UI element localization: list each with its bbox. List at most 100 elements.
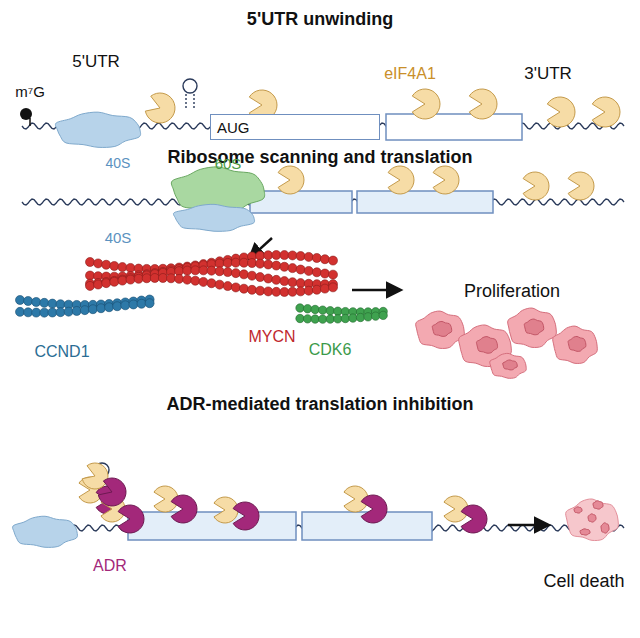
protein-chain — [142, 274, 151, 283]
protein-chain — [239, 258, 248, 267]
cap-stem — [29, 118, 31, 126]
protein-chain — [102, 260, 111, 269]
helicase-icon — [412, 89, 440, 119]
protein-chain — [371, 312, 379, 320]
protein-chain — [318, 315, 326, 323]
protein-chain — [56, 308, 65, 317]
helicase-icon — [82, 463, 108, 489]
helicase-icon — [592, 97, 620, 127]
protein-chain — [326, 315, 334, 323]
protein-chain — [102, 279, 111, 288]
protein-chain — [223, 258, 232, 267]
cancer-cell — [490, 353, 527, 378]
section-heading: ADR-mediated translation inhibition — [166, 395, 473, 415]
protein-chain — [134, 274, 143, 283]
helicase-icon — [98, 478, 126, 506]
protein-chain — [223, 268, 232, 277]
protein-chain — [320, 269, 329, 278]
protein-chain — [94, 259, 103, 268]
protein-chain — [296, 265, 305, 274]
protein-chain — [145, 299, 154, 308]
cell-fragment — [574, 507, 582, 513]
protein-chain — [364, 313, 372, 321]
protein-chain — [118, 263, 127, 272]
protein-chain — [105, 303, 114, 312]
protein-chain — [231, 258, 240, 267]
ribosome-label: 60S — [215, 156, 242, 173]
helicase-icon — [469, 89, 497, 119]
protein-chain — [264, 287, 273, 296]
cell-nucleus — [503, 360, 518, 370]
protein-chain — [129, 300, 138, 309]
protein-chain — [329, 283, 338, 292]
protein-chain — [150, 273, 159, 282]
protein-chain — [231, 283, 240, 292]
protein-chain — [118, 276, 127, 285]
protein-chain — [280, 287, 289, 296]
protein-chain — [272, 261, 281, 270]
protein-label: MYCN — [248, 328, 295, 346]
ribosome-label: 40S — [106, 156, 131, 171]
cell-fragment — [580, 529, 590, 535]
helicase-icon — [547, 97, 575, 127]
protein-chain — [110, 261, 119, 270]
protein-chain — [272, 287, 281, 296]
protein-chain — [16, 307, 25, 316]
protein-chain — [264, 260, 273, 269]
start-codon-label: AUG — [217, 119, 250, 136]
protein-chain — [256, 259, 265, 268]
protein-chain — [199, 266, 208, 275]
protein-chain — [248, 271, 257, 280]
region-label: 5'UTR — [72, 53, 120, 72]
protein-chain — [110, 276, 119, 285]
protein-chain — [86, 258, 95, 267]
protein-chain — [137, 299, 146, 308]
protein-chain — [272, 251, 281, 260]
protein-chain — [223, 282, 232, 291]
protein-chain — [239, 284, 248, 293]
outcome-label: Proliferation — [464, 282, 560, 302]
protein-chain — [86, 271, 95, 280]
protein-chain — [304, 252, 313, 261]
helicase-icon — [523, 172, 549, 200]
protein-chain — [334, 315, 342, 323]
cancer-cell — [416, 311, 465, 348]
ribosome-40s — [55, 112, 140, 147]
coding-region-box: AUG — [210, 114, 380, 140]
protein-chain — [24, 308, 33, 317]
protein-chain — [334, 307, 342, 315]
protein-chain — [303, 305, 311, 313]
protein-chain — [48, 308, 57, 317]
helicase-icon — [461, 505, 487, 533]
protein-chain — [296, 287, 305, 296]
cell-fragment — [593, 501, 603, 509]
protein-chain — [126, 263, 135, 272]
protein-label: eIF4A1 — [384, 65, 436, 83]
protein-chain — [280, 277, 289, 286]
protein-chain — [16, 296, 25, 305]
protein-chain — [239, 270, 248, 279]
protein-chain — [64, 307, 73, 316]
protein-chain — [88, 305, 97, 314]
protein-chain — [288, 278, 297, 287]
helicase-icon — [278, 166, 304, 194]
region-label: 3'UTR — [524, 65, 572, 84]
protein-chain — [86, 281, 95, 290]
protein-chain — [379, 311, 387, 319]
cell-nucleus — [524, 319, 543, 335]
protein-chain — [318, 306, 326, 314]
cell-nucleus — [476, 337, 497, 354]
protein-chain — [207, 266, 216, 275]
section-heading: Ribosome scanning and translation — [167, 148, 472, 168]
coding-region — [128, 512, 296, 540]
coding-region — [357, 191, 493, 213]
drug-label: ADR — [93, 557, 127, 575]
protein-chain — [312, 268, 321, 277]
helicase-icon — [568, 172, 594, 200]
helicase-icon — [118, 505, 144, 533]
helicase-icon — [433, 166, 459, 194]
helicase-icon — [214, 497, 238, 523]
protein-chain — [248, 259, 257, 268]
